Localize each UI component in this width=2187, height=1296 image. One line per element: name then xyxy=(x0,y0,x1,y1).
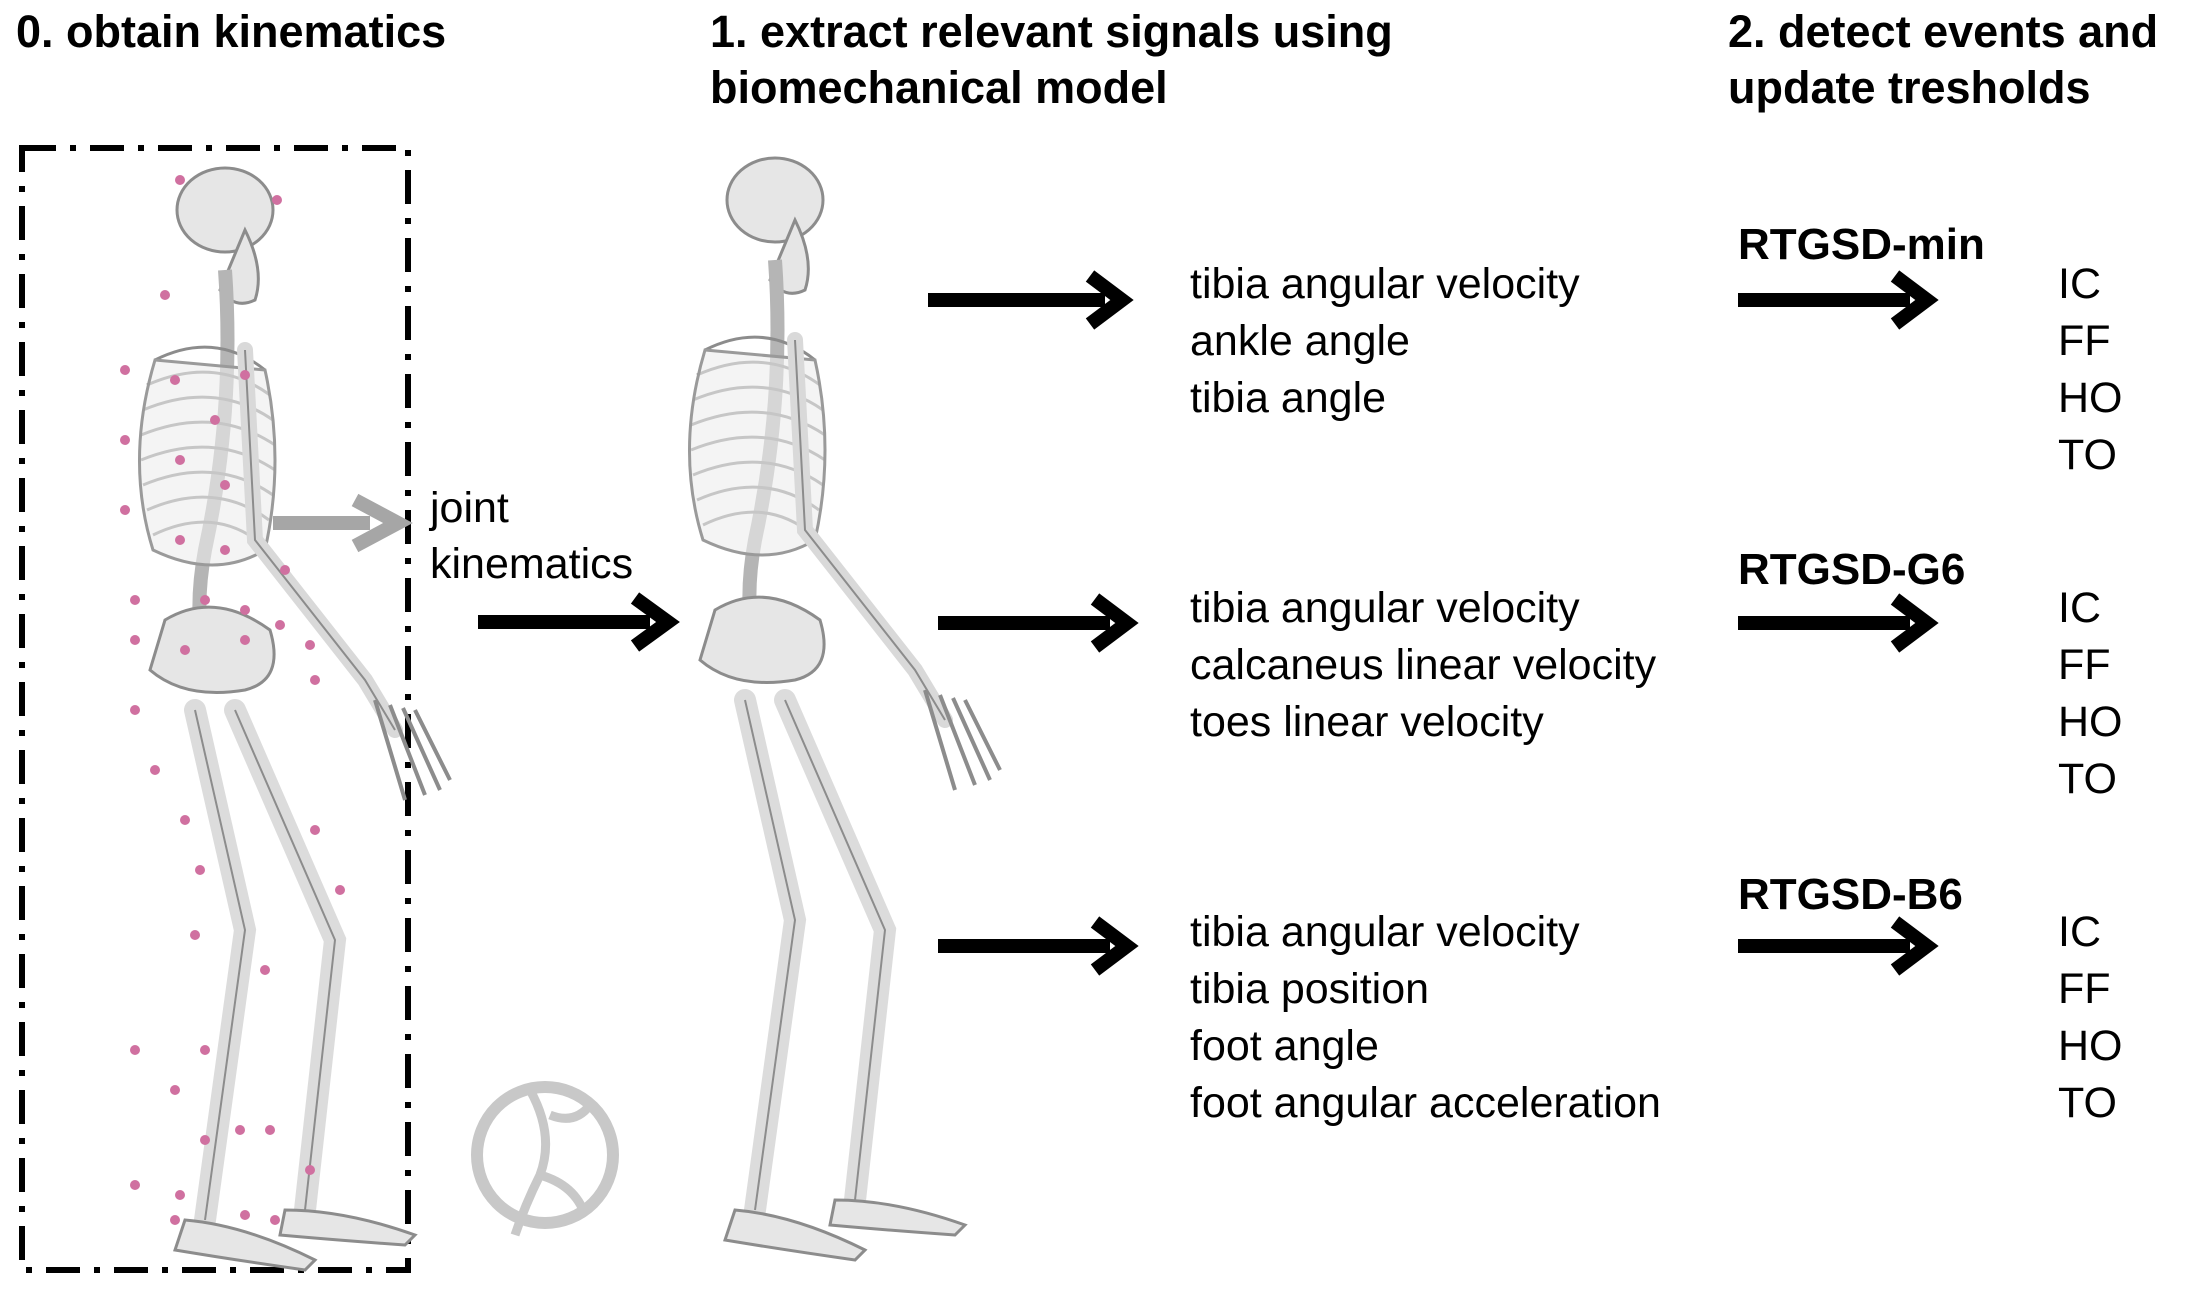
step-2-title: 2. detect events and update tresholds xyxy=(1728,6,2159,113)
arrow-model-to-signals-3 xyxy=(938,916,1139,976)
event-list-rtgsd-g6: IC FF HO TO xyxy=(2058,580,2123,808)
event-item: FF xyxy=(2058,641,2111,689)
kinematics-box xyxy=(19,145,411,1273)
skeleton-with-markers xyxy=(120,168,450,1270)
signal-item: tibia angular velocity xyxy=(1190,584,1580,632)
step-0-title: 0. obtain kinematics xyxy=(16,6,447,57)
event-item: TO xyxy=(2058,755,2117,803)
signal-item: toes linear velocity xyxy=(1190,698,1544,746)
method-name-rtgsd-b6: RTGSD-B6 xyxy=(1738,870,1963,919)
biomechanical-model-skeleton xyxy=(689,158,1000,1260)
event-item: IC xyxy=(2058,908,2101,956)
event-item: TO xyxy=(2058,1079,2117,1127)
method-name-rtgsd-g6: RTGSD-G6 xyxy=(1738,545,1966,594)
step-1-title: 1. extract relevant signals using biomec… xyxy=(710,6,1393,113)
event-item: HO xyxy=(2058,374,2123,422)
signal-item: tibia angle xyxy=(1190,374,1387,422)
signal-item: tibia position xyxy=(1190,965,1430,1013)
method-name-rtgsd-min: RTGSD-min xyxy=(1738,220,1985,269)
arrow-model-to-signals-1 xyxy=(928,270,1134,330)
event-item: FF xyxy=(2058,317,2111,365)
arrow-signals-to-events-2 xyxy=(1738,593,1939,653)
signal-list-rtgsd-g6: tibia angular velocity calcaneus linear … xyxy=(1190,580,1656,751)
event-item: HO xyxy=(2058,698,2123,746)
gray-arrow xyxy=(273,493,413,553)
event-item: IC xyxy=(2058,260,2101,308)
event-list-rtgsd-b6: IC FF HO TO xyxy=(2058,904,2123,1132)
event-list-rtgsd-min: IC FF HO TO xyxy=(2058,256,2123,484)
joint-kinematics-label: joint kinematics xyxy=(430,484,634,588)
event-item: HO xyxy=(2058,1022,2123,1070)
signal-list-rtgsd-b6: tibia angular velocity tibia position fo… xyxy=(1190,904,1661,1132)
event-item: FF xyxy=(2058,965,2111,1013)
arrow-model-to-signals-2 xyxy=(938,593,1139,653)
signal-item: tibia angular velocity xyxy=(1190,260,1580,308)
event-item: TO xyxy=(2058,431,2117,479)
signal-item: foot angle xyxy=(1190,1022,1379,1070)
event-item: IC xyxy=(2058,584,2101,632)
arrow-signals-to-events-1 xyxy=(1738,270,1939,330)
signal-item: calcaneus linear velocity xyxy=(1190,641,1657,689)
signal-item: foot angular acceleration xyxy=(1190,1079,1661,1127)
signal-item: ankle angle xyxy=(1190,317,1410,365)
logo-watermark xyxy=(471,1081,619,1237)
arrow-joint-kinematics xyxy=(478,592,680,652)
signal-list-rtgsd-min: tibia angular velocity ankle angle tibia… xyxy=(1190,256,1580,427)
signal-item: tibia angular velocity xyxy=(1190,908,1580,956)
arrow-signals-to-events-3 xyxy=(1738,916,1939,976)
